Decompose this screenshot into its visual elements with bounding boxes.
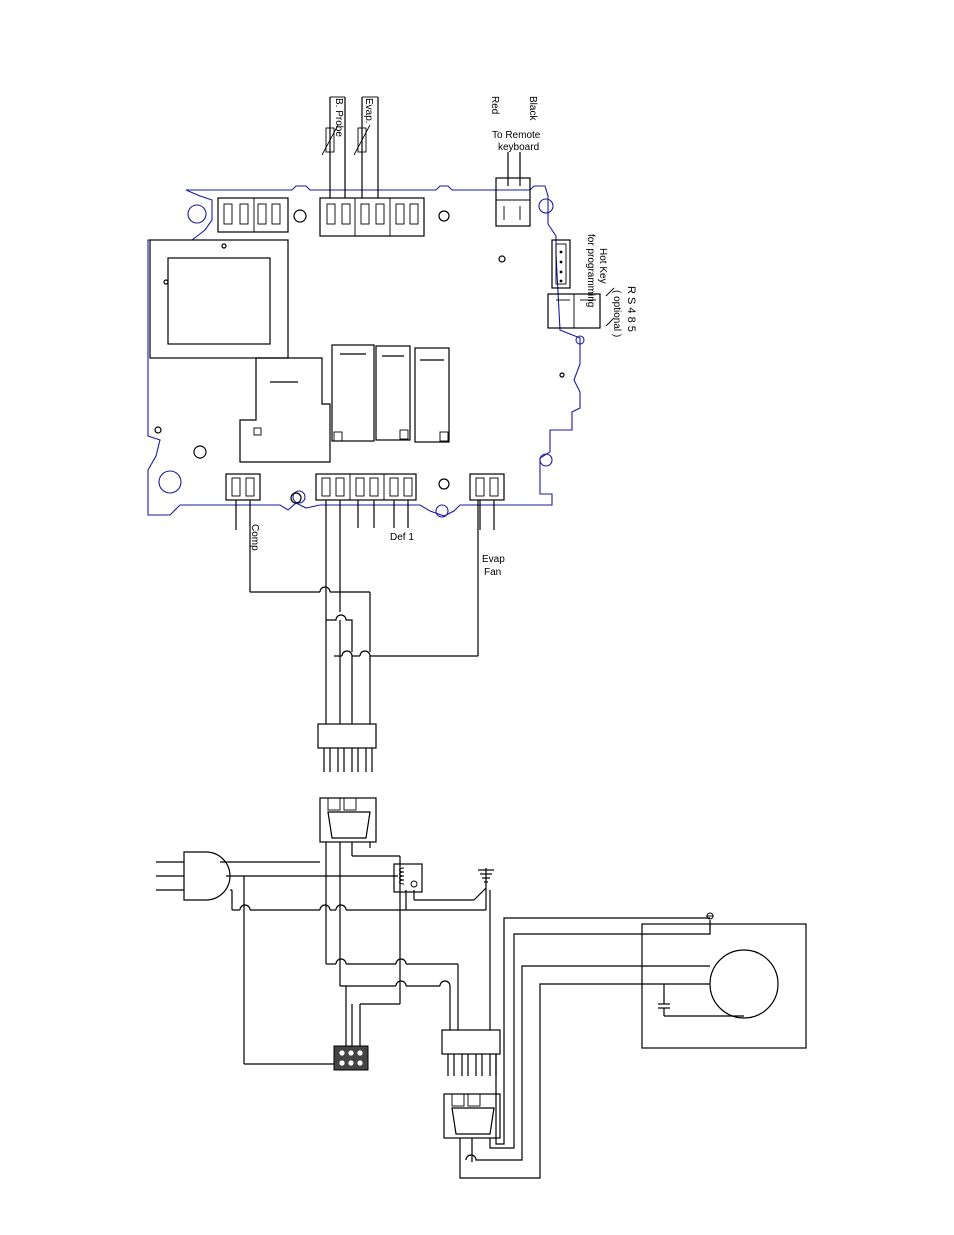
to-remote-label: To Remote <box>492 130 541 141</box>
black-wire-label: Black <box>527 96 538 121</box>
lower-harness <box>220 842 490 1064</box>
mount-hole-tl <box>188 205 206 223</box>
coil-icon <box>394 864 422 892</box>
evap-fan-label-2: Fan <box>484 567 501 578</box>
relay-1 <box>332 345 374 441</box>
def-terminal-block <box>316 474 416 500</box>
terminal-strip <box>334 1046 368 1070</box>
evap-probe-label: Evap. <box>363 98 374 124</box>
connector-receptacle-upper <box>320 798 376 842</box>
controller-board: B. Probe Evap. Red Black To Remote keybo… <box>148 96 637 517</box>
relay-2 <box>376 346 410 440</box>
evap-fan-terminal <box>470 474 504 500</box>
probe-terminal-block <box>320 198 424 236</box>
regulator <box>240 358 330 462</box>
connector-plug-lower <box>442 1030 500 1076</box>
hot-key-label: Hot Key <box>597 248 608 284</box>
mount-hole-bl <box>159 471 181 493</box>
comp-label: Comp <box>249 524 260 551</box>
rs485-label: R S 4 8 5 <box>625 286 637 332</box>
keyboard-label: keyboard <box>498 142 539 153</box>
power-plug <box>156 852 230 900</box>
mount-hole-tr <box>539 199 553 213</box>
terminal-block-tl <box>218 198 288 232</box>
b-probe-label: B. Probe <box>333 98 344 137</box>
upper-harness <box>236 500 494 724</box>
fan-motor-box <box>642 913 806 1048</box>
relay-3 <box>415 348 449 442</box>
red-wire-label: Red <box>489 96 500 114</box>
for-programming-label: for programming <box>585 234 596 307</box>
ground-icon <box>478 868 494 890</box>
connector-plug-upper <box>318 724 376 772</box>
transformer <box>150 240 288 358</box>
def1-label: Def 1 <box>390 532 414 543</box>
evap-fan-label-1: Evap <box>482 554 505 565</box>
mount-hole-br <box>540 454 552 466</box>
hot-key-connector <box>552 240 570 288</box>
connector-receptacle-lower <box>444 1094 500 1138</box>
comp-terminal <box>226 474 260 500</box>
motor-icon <box>710 950 778 1018</box>
optional-label: ( optional ) <box>611 290 622 337</box>
remote-keyboard-connector <box>496 152 530 226</box>
rs485-connector <box>548 288 614 328</box>
